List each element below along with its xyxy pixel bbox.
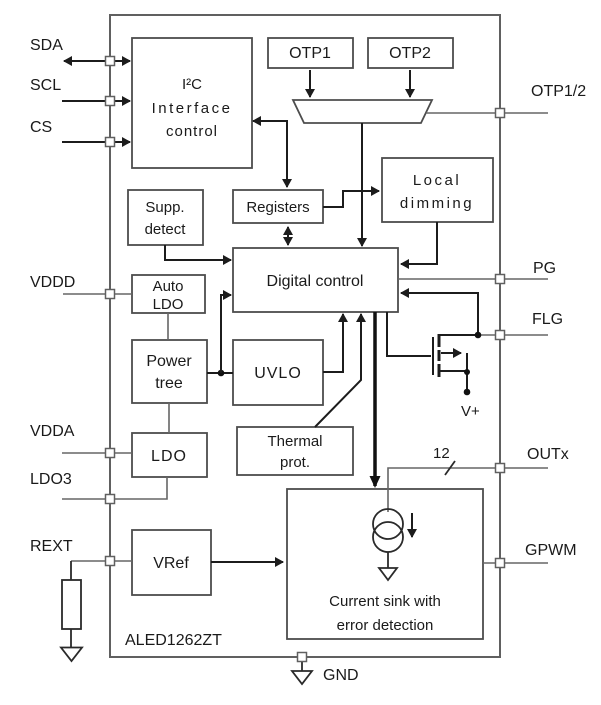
i2c-interface-control-block [131, 37, 253, 169]
auto-ldo-label-line2: LDO [153, 296, 184, 313]
resistor-body [61, 579, 82, 630]
pin-label-ldo3: LDO3 [30, 471, 72, 488]
bus-width-slash [444, 460, 456, 476]
pin-pad-gpwm [494, 557, 506, 569]
ldo-label: LDO [151, 448, 187, 465]
digital-control-label: Digital control [267, 273, 364, 290]
wire-power-tree-to-digital-control [220, 290, 232, 373]
wire-uvlo-to-digital-control [323, 313, 348, 373]
wire-i2c-registers-bidir [252, 116, 292, 188]
i2c-label-line1: I²C [182, 76, 202, 93]
wire-digital-control-to-gate [386, 312, 431, 357]
pin-label-sda: SDA [30, 37, 63, 54]
registers-label: Registers [246, 199, 309, 216]
otp2-label: OTP2 [389, 45, 431, 62]
pin-labels: SDA SCL CS VDDD VDDA LDO3 REXT OTP1/2 PG… [30, 37, 586, 684]
gnd-ground-icon [290, 670, 314, 686]
pin-pad-vddd [104, 288, 116, 300]
rext-resistor [59, 561, 84, 663]
pin-label-otp12: OTP1/2 [531, 83, 586, 100]
i2c-label-line3: control [166, 123, 218, 140]
pin-label-gnd: GND [323, 667, 359, 684]
pin-pad-gnd [296, 651, 308, 663]
pin-pad-rext [104, 555, 116, 567]
power-tree-block [131, 339, 208, 404]
current-sink-ground-icon [377, 567, 399, 582]
current-sink-block [286, 488, 484, 640]
pin-pad-pg [494, 273, 506, 285]
vref-label: VRef [153, 555, 189, 572]
otp1-label: OTP1 [289, 45, 331, 62]
pin-pad-outx [494, 462, 506, 474]
power-tree-label-line1: Power [146, 353, 192, 370]
registers-block [232, 189, 324, 224]
pin-pads [104, 55, 506, 663]
vref-block [131, 529, 212, 596]
pin-pad-sda [104, 55, 116, 67]
gnd-symbol [290, 661, 314, 686]
uvlo-block [232, 339, 324, 406]
wire-registers-to-local-dimming [323, 186, 380, 208]
blocks [127, 37, 494, 640]
current-source-circle-top [372, 508, 404, 540]
thermal-protection-block [236, 426, 354, 476]
ldo-block [131, 432, 208, 478]
pin-label-outx: OUTx [527, 446, 569, 463]
pin-pad-otp12 [494, 107, 506, 119]
resistor-ground-icon [59, 646, 84, 663]
digital-control-block [232, 247, 399, 313]
pin-pad-vdda [104, 447, 116, 459]
wire-thermal-to-digital-control [314, 313, 366, 428]
i2c-label-line2: Interface [152, 100, 233, 117]
current-sink-label-line2: error detection [337, 617, 434, 634]
current-source-symbol [372, 508, 417, 582]
flg-mosfet-symbol [432, 331, 482, 396]
pin-label-vdda: VDDA [30, 423, 75, 440]
pin-label-rext: REXT [30, 538, 73, 555]
pin-label-gpwm: GPWM [525, 542, 577, 559]
thermal-label-line2: prot. [280, 454, 310, 471]
pin-label-cs: CS [30, 119, 52, 136]
otp2-block [367, 37, 454, 69]
wire-outx-bus [387, 467, 548, 512]
auto-ldo-label-line1: Auto [153, 278, 184, 295]
supply-detect-block [127, 189, 204, 246]
pin-pad-scl [104, 95, 116, 107]
local-dimming-label-line2: dimming [400, 195, 474, 212]
part-number-label: ALED1262ZT [125, 632, 222, 649]
wire-supply-detect-to-digital-control [164, 245, 232, 265]
otp-mux-symbol [291, 99, 434, 124]
pin-label-flg: FLG [532, 311, 563, 328]
uvlo-label: UVLO [254, 365, 302, 382]
wire-local-dimming-to-digital-control [400, 222, 438, 269]
bus-width-label: 12 [433, 445, 450, 462]
pin-pad-ldo3 [104, 493, 116, 505]
power-tree-label-line2: tree [155, 375, 183, 392]
block-labels: I²C Interface control OTP1 OTP2 Register… [145, 45, 474, 634]
pin-label-scl: SCL [30, 77, 61, 94]
current-sink-label-line1: Current sink with [329, 593, 441, 610]
vplus-label: V+ [461, 403, 480, 420]
pin-label-pg: PG [533, 260, 556, 277]
vplus-node-dot [463, 388, 471, 396]
auto-ldo-block [131, 274, 206, 314]
thermal-label-line1: Thermal [267, 433, 322, 450]
pin-label-vddd: VDDD [30, 274, 75, 291]
supply-detect-label-line1: Supp. [145, 199, 184, 216]
pin-pad-flg [494, 329, 506, 341]
wire-ldo3 [62, 477, 168, 500]
junction-dot-flg [474, 331, 482, 339]
pin-pad-cs [104, 136, 116, 148]
wire-flg-feedback-to-digital-control [400, 288, 479, 335]
wires [62, 56, 548, 567]
local-dimming-block [381, 157, 494, 223]
junction-dot-source [464, 369, 470, 375]
otp1-block [267, 37, 354, 69]
local-dimming-label-line1: Local [413, 172, 461, 189]
supply-detect-label-line2: detect [145, 221, 187, 238]
